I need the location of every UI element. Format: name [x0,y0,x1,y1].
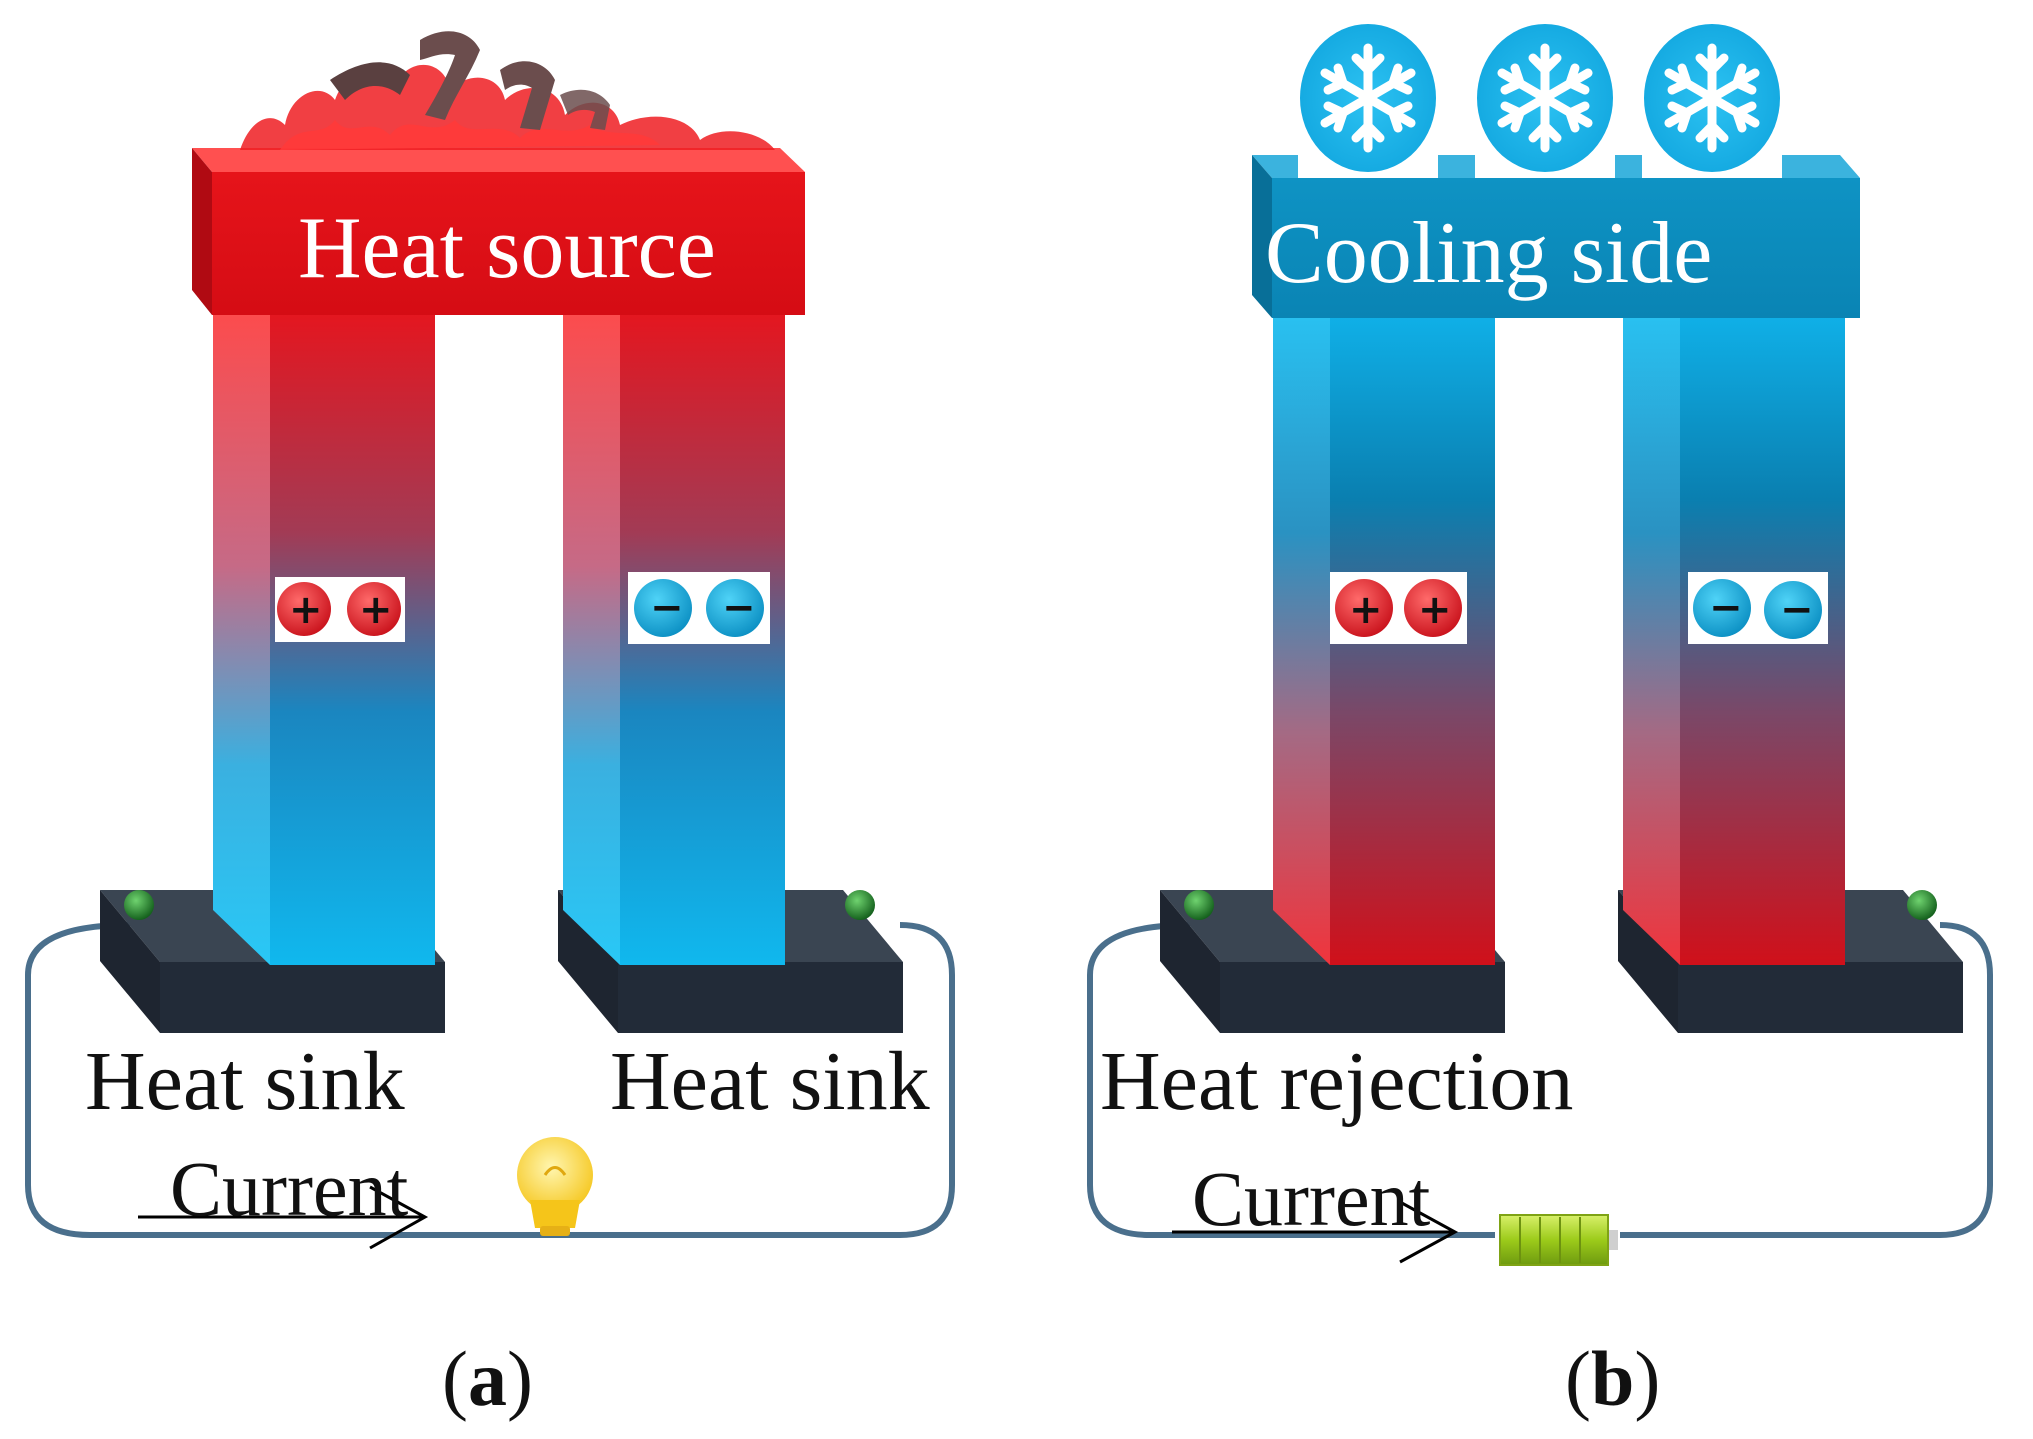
snowflake-icon [1298,20,1438,178]
circuit-wire [25,922,955,1238]
current-arrow [1172,1200,1459,1264]
current-label: Current [1192,1155,1431,1242]
plus-sign: + [1349,587,1383,633]
plus-sign: + [359,587,393,633]
hole-carriers [275,577,405,642]
caption-a: (a) [442,1335,533,1422]
minus-sign: − [1709,585,1743,631]
panel-a [25,31,955,1250]
plus-sign: + [289,587,323,633]
electron-carriers [1688,572,1828,644]
snowflake-icon [1642,20,1782,178]
heat-rejection-label: Heat rejection [1100,1035,1574,1128]
terminal-right [1907,890,1937,920]
minus-sign: − [1780,587,1814,633]
plus-sign: + [1418,587,1452,633]
current-arrow [138,1185,429,1250]
current-label: Current [170,1145,409,1232]
minus-sign: − [650,585,684,631]
panel-b [1087,20,1993,1270]
circuit-wire [1087,922,1993,1238]
heat-sink-label-left: Heat sink [85,1035,405,1128]
cooling-side-label: Cooling side [1265,205,1713,302]
terminal-left [124,890,154,920]
heat-source-bar [192,148,805,315]
light-bulb-icon [517,1137,593,1236]
heat-source-label: Heat source [298,200,716,297]
snowflake-icon [1475,20,1615,178]
minus-sign: − [722,585,756,631]
terminal-right [845,890,875,920]
battery-icon [1495,1210,1620,1270]
flame-icon [240,31,775,150]
caption-b: (b) [1565,1335,1661,1422]
terminal-left [1184,890,1214,920]
electron-carriers [628,572,770,644]
heat-sink-label-right: Heat sink [610,1035,930,1128]
hole-carriers [1330,572,1467,644]
